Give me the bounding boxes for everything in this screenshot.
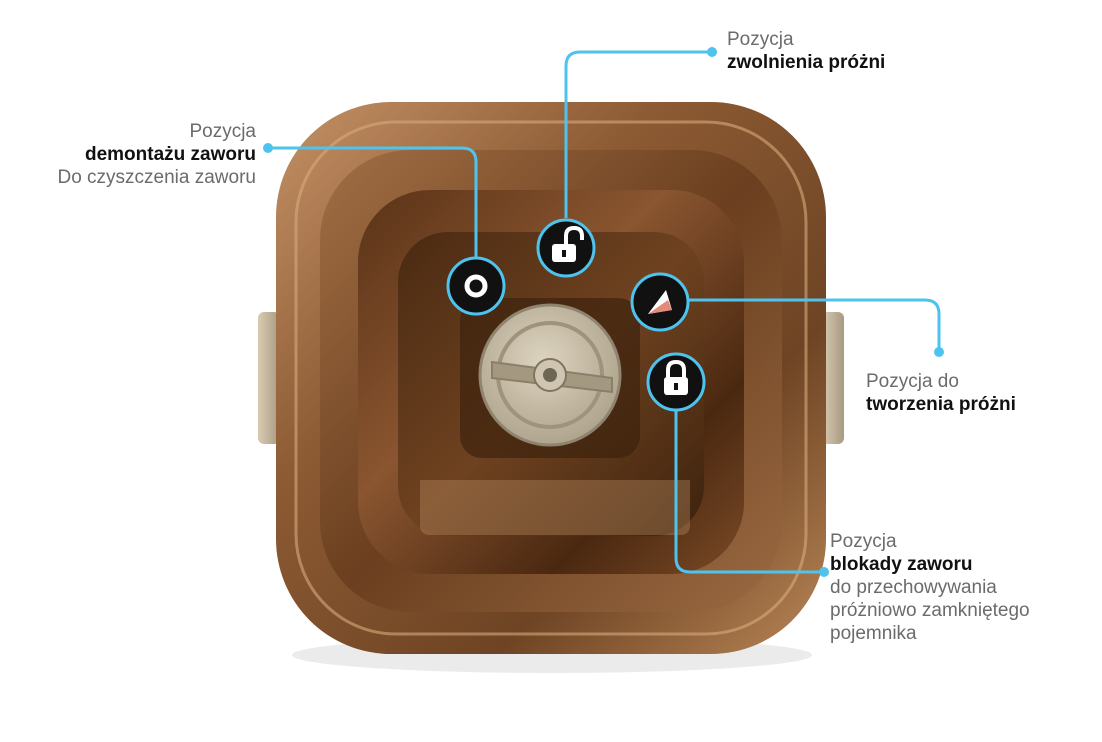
dot-release <box>707 47 717 57</box>
badge-vacuum <box>630 272 690 332</box>
connector-disassembly <box>268 146 478 262</box>
connector-lock <box>674 404 824 574</box>
label-vacuum: Pozycja do tworzenia próżni <box>866 370 1016 416</box>
locked-padlock-icon <box>664 359 688 395</box>
right-clip <box>822 312 844 444</box>
label-disassembly: Pozycja demontażu zaworu Do czyszczenia … <box>40 120 256 189</box>
label-lock-desc2: próżniowo zamkniętego <box>830 600 1030 621</box>
label-vacuum-title: tworzenia próżni <box>866 394 1016 415</box>
label-lock-desc3: pojemnika <box>830 623 917 644</box>
unlocked-padlock-icon <box>552 225 584 262</box>
connector-vacuum <box>688 298 941 352</box>
label-lock: Pozycja blokady zaworu do przechowywania… <box>830 530 1030 645</box>
label-release-title: zwolnienia próżni <box>727 52 886 73</box>
connector-release <box>564 50 712 218</box>
left-clip <box>258 312 280 444</box>
label-lock-title: blokady zaworu <box>830 554 973 575</box>
label-release: Pozycja zwolnienia próżni <box>727 28 885 74</box>
dot-disassembly <box>263 143 273 153</box>
label-disassembly-desc: Do czyszczenia zaworu <box>57 167 256 188</box>
label-vacuum-line1: Pozycja do <box>866 371 959 392</box>
label-disassembly-line1: Pozycja <box>189 121 256 142</box>
connector-lines <box>268 50 941 574</box>
valve-pin <box>543 368 557 382</box>
lid-reflection <box>420 480 690 535</box>
badge-disassembly <box>446 256 506 316</box>
dot-vacuum <box>934 347 944 357</box>
label-lock-line1: Pozycja <box>830 531 897 552</box>
label-release-line1: Pozycja <box>727 29 794 50</box>
label-lock-desc1: do przechowywania <box>830 577 997 598</box>
dot-lock <box>819 567 829 577</box>
label-disassembly-title: demontażu zaworu <box>84 144 256 165</box>
lid-highlight <box>294 120 808 636</box>
badge-release <box>536 218 596 278</box>
circle-o-icon <box>464 274 488 298</box>
badge-lock <box>646 352 706 412</box>
